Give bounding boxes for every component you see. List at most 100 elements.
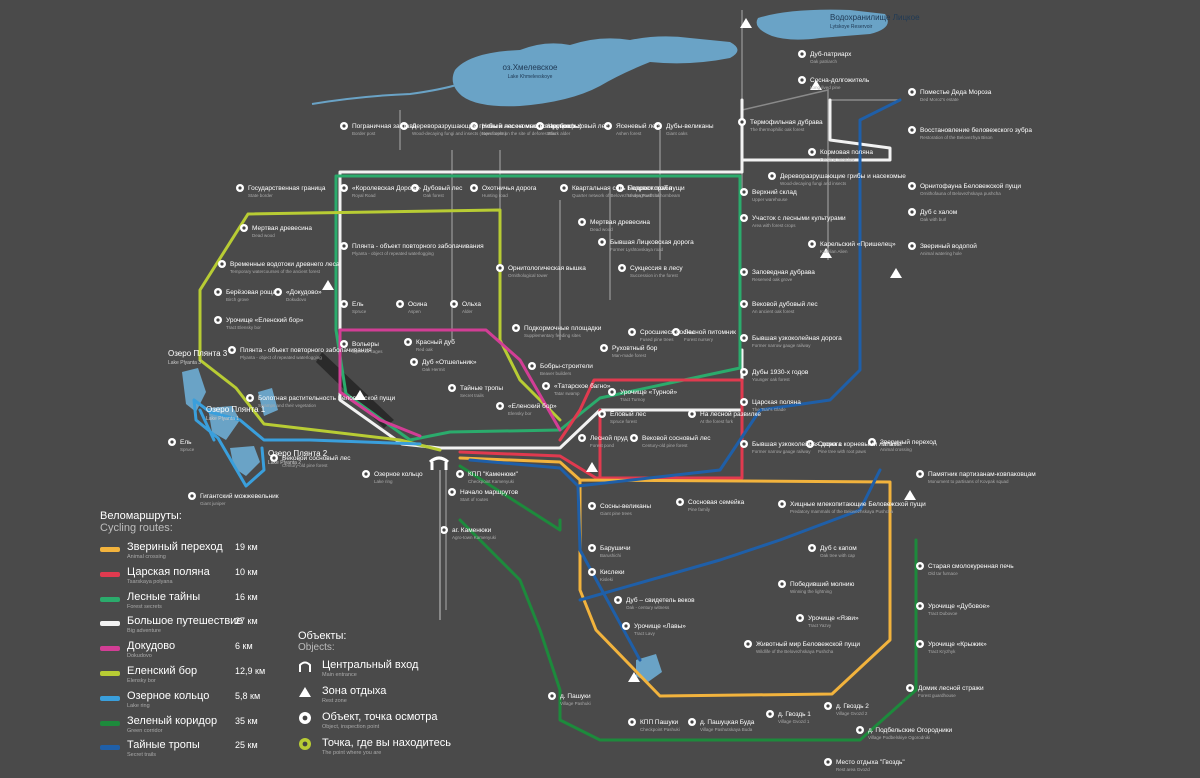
- eye-icon-pupil: [910, 244, 914, 248]
- poi-marker: [808, 544, 816, 552]
- poi-label: Орнитологическая вышка: [508, 265, 586, 272]
- poi-label-en: Giant juniper: [200, 501, 226, 506]
- route-color-swatch: [100, 571, 120, 577]
- poi-label-en: Aspen: [408, 309, 421, 314]
- eye-icon-pupil: [810, 242, 814, 246]
- shelter-icon: [299, 687, 311, 697]
- poi-label: Термофильная дубрава: [750, 118, 823, 126]
- eye-icon-pupil: [746, 642, 750, 646]
- eye-icon-pupil: [742, 442, 746, 446]
- shelter-icon: [904, 490, 916, 500]
- lake-khmelevskoye-shape: [452, 36, 738, 107]
- poi-marker: [470, 184, 478, 192]
- poi-marker: [411, 184, 419, 192]
- object-name-en: Rest zone: [322, 698, 347, 704]
- poi-label-en: Monument to partisans of Kovpak squad: [928, 479, 1009, 484]
- poi-marker: [536, 122, 544, 130]
- shelter-icon: [354, 390, 366, 400]
- eye-icon-pupil: [600, 412, 604, 416]
- eye-icon-pupil: [630, 720, 634, 724]
- route-name: Докудово: [127, 640, 176, 653]
- poi-label: Берёзовая роща: [226, 289, 277, 296]
- poi-label-en: Wildlife of the Belovezhskaya Pushcha: [756, 649, 834, 654]
- poi-label-en: Wood-decaying fungi and insects (saprotr…: [412, 131, 507, 136]
- poi-label: Пограничная застава: [352, 123, 417, 130]
- poi-label-en: Tract Kryzhyk: [928, 649, 956, 654]
- poi-label: Победивший молнию: [790, 580, 855, 588]
- gate-icon: [429, 456, 449, 470]
- eye-icon-pupil: [690, 720, 694, 724]
- eye-icon-pupil: [620, 266, 624, 270]
- eye-icon-pupil: [342, 244, 346, 248]
- poi-marker: [628, 718, 636, 726]
- poi-marker: [856, 726, 864, 734]
- route-name-en: Animal crossing: [127, 554, 166, 560]
- navy-route-line: [468, 98, 902, 662]
- poi-label-en: Open air cages: [352, 349, 383, 354]
- eye-icon-pupil: [190, 494, 194, 498]
- poi-label: Тайные тропы: [460, 384, 503, 392]
- poi-label: Болотная растительность Беловежской пущи: [258, 394, 396, 402]
- eye-icon-pupil: [498, 404, 502, 408]
- poi-label-en: Oak with burl: [920, 217, 946, 222]
- poi-marker: [778, 500, 786, 508]
- poi-label: Памятник партизанам-ковпаковцам: [928, 471, 1036, 478]
- yellow-route-line: [458, 456, 892, 698]
- poi-label: Урочище «Язви»: [808, 615, 859, 622]
- poi-label-en: Black alder: [548, 131, 571, 136]
- lake-label-en: Lake Plyanta 3: [168, 360, 201, 366]
- poi-marker: [598, 238, 606, 246]
- route-length: 19 км: [235, 542, 258, 552]
- eye-icon-pupil: [770, 174, 774, 178]
- object-name: Центральный вход: [322, 659, 419, 671]
- eye-icon-pupil: [230, 348, 234, 352]
- poi-label-en: Dokudovo: [286, 297, 307, 302]
- poi-marker: [274, 288, 282, 296]
- route-name-en: Dokudovo: [127, 653, 152, 660]
- poi-label: Вольеры: [352, 341, 379, 348]
- eye-icon-pupil: [656, 124, 660, 128]
- poi-label: Хищные млекопитающие Беловежской пущи: [790, 500, 926, 508]
- poi-label-en: Village Pashutskaya Buda: [700, 727, 753, 732]
- eye-icon-pupil: [768, 712, 772, 716]
- poi-label: Вековой дубовый лес: [752, 300, 818, 308]
- eye-icon-pupil: [740, 120, 744, 124]
- reservoir-shape: [756, 9, 888, 40]
- poi-label-en: Upper warehouse: [752, 197, 788, 202]
- poi-label: Начало маршрутов: [460, 489, 519, 496]
- shelter-icon: [586, 462, 598, 472]
- poi-label: Подрост граба: [628, 184, 672, 192]
- poi-label: Дереворазрушающие грибы и насекомые (сап…: [412, 122, 582, 130]
- lake-label: Озеро Плянта 2: [268, 449, 328, 458]
- poi-marker: [768, 172, 776, 180]
- eye-icon-pupil: [780, 502, 784, 506]
- poi-label-en: Secret trails: [460, 393, 485, 398]
- poi-label-en: Giant oaks: [666, 131, 688, 136]
- eye-icon-pupil: [342, 186, 346, 190]
- legend-title: Веломаршруты:: [100, 510, 182, 522]
- eye-icon-pupil: [810, 546, 814, 550]
- poi-label-en: Tatar swamp: [554, 391, 580, 396]
- eye-icon-pupil: [514, 326, 518, 330]
- poi-marker: [740, 368, 748, 376]
- eye-icon-pupil: [800, 78, 804, 82]
- poi-marker: [340, 242, 348, 250]
- poi-marker: [450, 300, 458, 308]
- eye-icon-pupil: [238, 186, 242, 190]
- lake-plyanta-3-shape: [182, 368, 206, 412]
- poi-label: Дубы 1930-х годов: [752, 368, 809, 376]
- eye-icon-pupil: [810, 150, 814, 154]
- poi-label-en: Animal crossing: [880, 447, 912, 452]
- poi-label: КПП "Каменюки": [468, 471, 519, 478]
- eye-icon-pupil: [602, 346, 606, 350]
- eye-icon-pupil: [364, 472, 368, 476]
- route-color-swatch: [100, 596, 120, 602]
- poi-marker: [448, 384, 456, 392]
- poi-label: Вековой сосновый лес: [282, 454, 351, 462]
- route-length: 25 км: [235, 740, 258, 751]
- eye-icon-pupil: [472, 124, 476, 128]
- eye-icon-pupil: [498, 266, 502, 270]
